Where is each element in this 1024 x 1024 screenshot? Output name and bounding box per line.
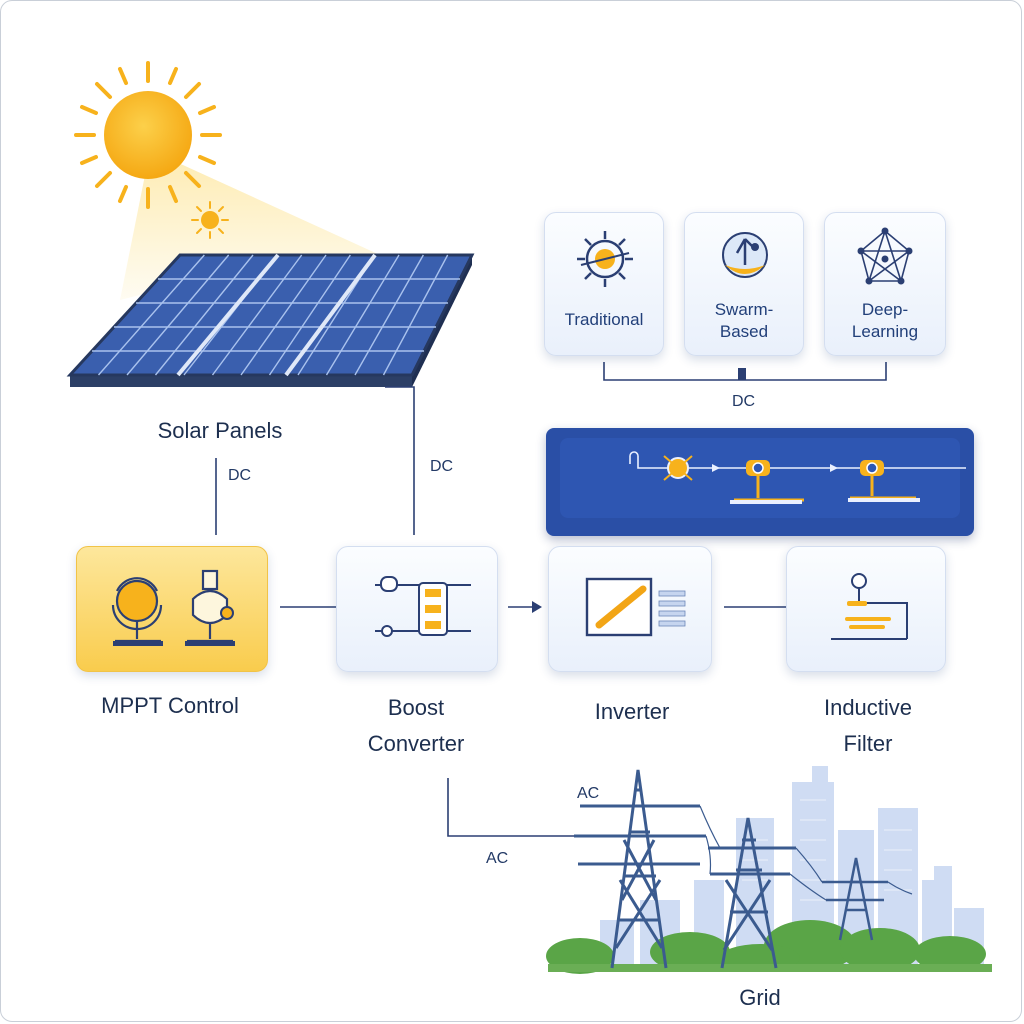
dc-algorithms-label: DC (732, 393, 756, 410)
tree-line (546, 920, 986, 974)
inductive-filter-card (786, 546, 946, 672)
ac-lower-label: AC (486, 850, 509, 867)
banner-illustration (560, 438, 966, 518)
sensor-node-icon (663, 455, 693, 481)
traditional-label: Traditional (564, 310, 644, 329)
transmission-tower-large (574, 769, 706, 969)
swarm-label-line1: Swarm- (714, 300, 774, 319)
converter-icon (375, 576, 471, 637)
deep-learning-algorithm-card: Deep- Learning (824, 212, 946, 356)
transmission-tower-small (822, 857, 888, 941)
boost-converter-label-line2: Converter (367, 731, 465, 756)
swarm-label-line2: Based (719, 322, 769, 341)
swarm-icon (722, 232, 768, 278)
deep-learning-label-line1: Deep- (861, 300, 909, 319)
solar-panels-label: Solar Panels (157, 418, 283, 443)
bus-junction (738, 368, 746, 380)
ac-line-lower (447, 778, 590, 837)
power-lines (699, 805, 913, 901)
inverter-label: Inverter (594, 699, 670, 724)
gear-icon (577, 231, 633, 287)
boost-converter-label-line1: Boost (387, 695, 445, 720)
inverter-card (548, 546, 712, 672)
sensor-node-icon (848, 460, 920, 502)
inductive-filter-label-line1: Inductive (823, 695, 913, 720)
ac-upper-label: AC (577, 785, 600, 802)
arrow-head (532, 601, 542, 613)
solar-panel-array (66, 253, 475, 387)
mppt-control-label: MPPT Control (101, 693, 239, 718)
inductive-filter-label-line2: Filter (843, 731, 893, 756)
transmission-tower-medium (708, 817, 796, 969)
small-sun-icon (191, 201, 229, 239)
neural-network-icon (857, 227, 913, 285)
dc-left-label: DC (228, 467, 252, 484)
dc-line-mid (385, 386, 415, 535)
swarm-algorithm-card: Swarm- Based (684, 212, 804, 356)
inverter-icon (585, 577, 686, 637)
sensor-icon (111, 569, 235, 646)
traditional-algorithm-card: Traditional (544, 212, 664, 356)
sun-icon (74, 61, 222, 209)
dc-mid-label: DC (430, 458, 454, 475)
sensor-node-icon (730, 460, 804, 504)
deep-learning-label-line2: Learning (851, 322, 919, 341)
filter-icon (831, 573, 908, 640)
mppt-control-card (76, 546, 268, 672)
mppt-algorithm-banner (546, 428, 974, 536)
boost-converter-card (336, 546, 498, 672)
grid-label: Grid (739, 985, 781, 1010)
